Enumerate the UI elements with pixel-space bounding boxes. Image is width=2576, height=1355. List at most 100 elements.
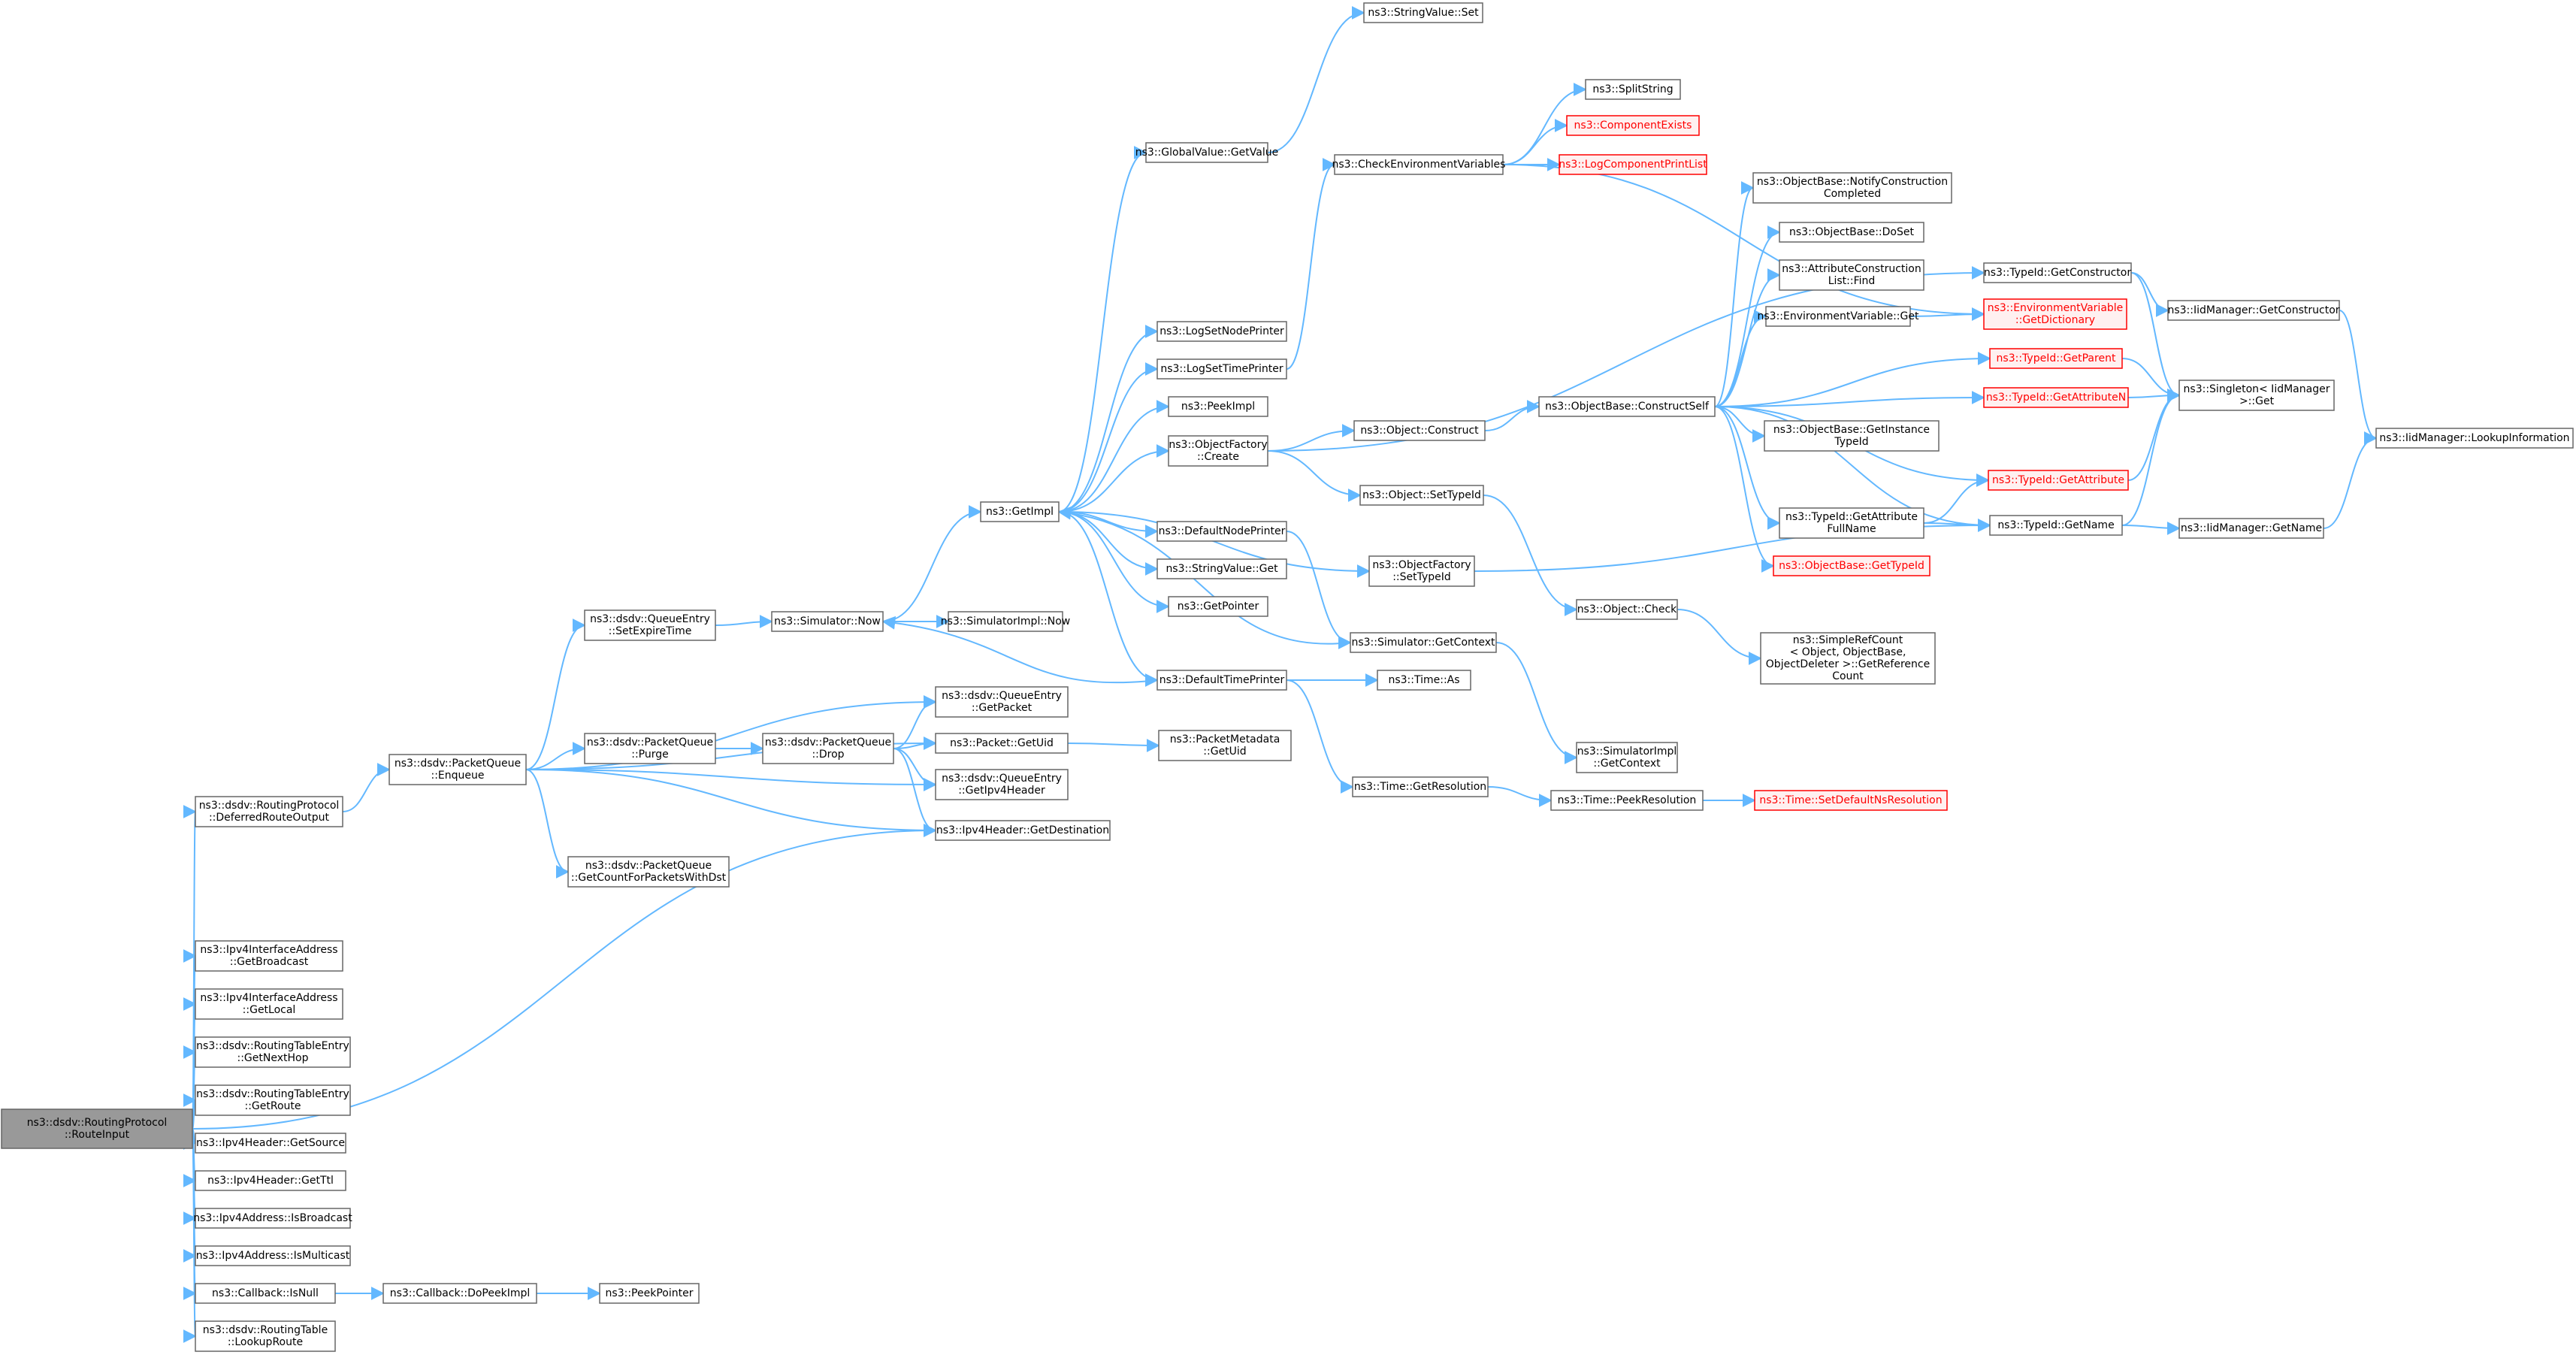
node-box [1989, 348, 2123, 369]
call-edge-simnow-getimpl [882, 505, 982, 622]
node-setexpire[interactable]: ns3::dsdv::QueueEntry::SetExpireTime [584, 609, 716, 641]
node-logsettime[interactable]: ns3::LogSetTimePrinter [1156, 358, 1287, 380]
node-box [195, 1133, 346, 1154]
call-edge-deferred-enqueue [342, 763, 391, 812]
node-box [195, 1084, 351, 1116]
node-logsetnode[interactable]: ns3::LogSetNodePrinter [1156, 321, 1287, 342]
node-compexists[interactable]: ns3::ComponentExists [1566, 115, 1700, 136]
node-gvgetvalue[interactable]: ns3::GlobalValue::GetValue [1135, 142, 1278, 163]
node-ofsettypeid[interactable]: ns3::ObjectFactory::SetTypeId [1368, 555, 1475, 587]
node-envvarget[interactable]: ns3::EnvironmentVariable::Get [1758, 306, 1919, 327]
node-splitstring[interactable]: ns3::SplitString [1585, 79, 1681, 100]
call-edge-enqueue-qegetpacket [525, 695, 937, 770]
node-simplerefcount[interactable]: ns3::SimpleRefCount< Object, ObjectBase,… [1760, 632, 1936, 685]
node-label: ns3::SimulatorImpl [1577, 746, 1677, 758]
node-peekpointer[interactable]: ns3::PeekPointer [599, 1283, 700, 1304]
node-box [1350, 632, 1497, 653]
node-getimpl[interactable]: ns3::GetImpl [980, 501, 1060, 522]
node-qegetipv4[interactable]: ns3::dsdv::QueueEntry::GetIpv4Header [935, 769, 1069, 800]
node-box [195, 1170, 346, 1191]
node-iidgetconstructor[interactable]: ns3::IidManager::GetConstructor [2167, 300, 2340, 321]
node-obconstructself[interactable]: ns3::ObjectBase::ConstructSelf [1538, 396, 1716, 417]
node-packetgetuid[interactable]: ns3::Packet::GetUid [935, 733, 1069, 754]
node-label: ns3::Ipv4Address::IsMulticast [196, 1250, 350, 1262]
node-box [195, 1036, 351, 1068]
node-logcompprint[interactable]: ns3::LogComponentPrintList [1559, 154, 1707, 175]
node-dopeekimpl[interactable]: ns3::Callback::DoPeekImpl [382, 1283, 537, 1304]
node-envgetdict[interactable]: ns3::EnvironmentVariable::GetDictionary [1983, 298, 2127, 330]
node-obgettypeid[interactable]: ns3::ObjectBase::GetTypeId [1773, 555, 1930, 576]
node-timeas[interactable]: ns3::Time::As [1377, 670, 1471, 691]
node-getcount[interactable]: ns3::dsdv::PacketQueue::GetCountForPacke… [567, 856, 730, 888]
node-getpointer[interactable]: ns3::GetPointer [1168, 596, 1268, 617]
node-stringvalueset[interactable]: ns3::StringValue::Set [1363, 2, 1483, 23]
node-box [195, 988, 343, 1020]
node-enqueue[interactable]: ns3::dsdv::PacketQueue::Enqueue [389, 754, 527, 785]
node-defnodeprinter[interactable]: ns3::DefaultNodePrinter [1156, 521, 1287, 542]
node-label: ns3::TypeId::GetParent [1997, 352, 2116, 364]
node-tidgetparent[interactable]: ns3::TypeId::GetParent [1989, 348, 2123, 369]
node-tidgetattr[interactable]: ns3::TypeId::GetAttribute [1988, 470, 2129, 491]
node-label: ns3::IidManager::GetConstructor [2167, 304, 2339, 316]
node-getbroadcast[interactable]: ns3::Ipv4InterfaceAddress::GetBroadcast [195, 940, 343, 972]
node-ismulticast[interactable]: ns3::Ipv4Address::IsMulticast [195, 1245, 351, 1266]
node-simgetcontext[interactable]: ns3::Simulator::GetContext [1350, 632, 1497, 653]
node-tidgetconstructor[interactable]: ns3::TypeId::GetConstructor [1983, 262, 2132, 283]
node-label: ns3::ObjectFactory [1372, 559, 1471, 571]
node-getlocal[interactable]: ns3::Ipv4InterfaceAddress::GetLocal [195, 988, 343, 1020]
node-box [1559, 154, 1707, 175]
node-simimplgetcontext[interactable]: ns3::SimulatorImpl::GetContext [1576, 742, 1678, 773]
node-label: TypeId [1834, 436, 1868, 448]
node-box [935, 820, 1111, 841]
node-peekimpl[interactable]: ns3::PeekImpl [1168, 396, 1268, 417]
call-edge-packetgetuid-pmgetuid [1067, 738, 1160, 752]
node-box [1983, 298, 2127, 330]
node-drop[interactable]: ns3::dsdv::PacketQueue::Drop [762, 733, 894, 764]
node-tidgetattrn[interactable]: ns3::TypeId::GetAttributeN [1983, 387, 2129, 408]
node-label: ns3::Ipv4Header::GetTtl [207, 1175, 334, 1187]
node-iidlookup[interactable]: ns3::IidManager::LookupInformation [2375, 428, 2574, 449]
node-label: ns3::StringValue::Set [1368, 7, 1479, 19]
node-label: ::RouteInput [65, 1129, 130, 1141]
node-getnexthop[interactable]: ns3::dsdv::RoutingTableEntry::GetNextHop [195, 1036, 351, 1068]
node-timepeekres[interactable]: ns3::Time::PeekResolution [1550, 790, 1704, 811]
node-box [1779, 222, 1924, 243]
node-singletonget[interactable]: ns3::Singleton< IidManager >::Get [2178, 380, 2335, 411]
node-qegetpacket[interactable]: ns3::dsdv::QueueEntry::GetPacket [935, 686, 1069, 718]
node-getsource[interactable]: ns3::Ipv4Header::GetSource [195, 1133, 346, 1154]
node-notifyconstr[interactable]: ns3::ObjectBase::NotifyConstructionCompl… [1752, 172, 1952, 204]
node-lookuproute[interactable]: ns3::dsdv::RoutingTable::LookupRoute [195, 1320, 336, 1352]
node-getdest[interactable]: ns3::Ipv4Header::GetDestination [935, 820, 1111, 841]
node-setdefaultnsres[interactable]: ns3::Time::SetDefaultNsResolution [1754, 790, 1948, 811]
call-edge-getimpl-deftimeprinter [1058, 511, 1159, 687]
node-label: ns3::PeekPointer [606, 1287, 694, 1299]
node-label: ns3::ObjectBase::GetInstance [1773, 424, 1930, 436]
node-objcheck[interactable]: ns3::Object::Check [1576, 599, 1678, 620]
node-simnow[interactable]: ns3::Simulator::Now [771, 611, 884, 632]
node-simimplnow[interactable]: ns3::SimulatorImpl::Now [941, 611, 1071, 632]
node-timegetres[interactable]: ns3::Time::GetResolution [1352, 776, 1489, 797]
node-ofcreate[interactable]: ns3::ObjectFactory::Create [1168, 435, 1268, 467]
node-purge[interactable]: ns3::dsdv::PacketQueue::Purge [584, 733, 716, 764]
call-edge-simgetcontext-getimpl [1057, 506, 1351, 645]
node-tidgetname[interactable]: ns3::TypeId::GetName [1989, 515, 2123, 536]
node-isnull[interactable]: ns3::Callback::IsNull [195, 1283, 336, 1304]
node-isbroadcast[interactable]: ns3::Ipv4Address::IsBroadcast [193, 1208, 352, 1229]
node-stringvalueget[interactable]: ns3::StringValue::Get [1156, 558, 1287, 579]
node-pmgetuid[interactable]: ns3::PacketMetadata::GetUid [1158, 730, 1292, 761]
node-deferred[interactable]: ns3::dsdv::RoutingProtocol::DeferredRout… [195, 796, 343, 827]
node-iidgetname[interactable]: ns3::IidManager::GetName [2178, 518, 2324, 539]
node-checkenv[interactable]: ns3::CheckEnvironmentVariables [1332, 154, 1506, 175]
node-objsettypeid[interactable]: ns3::Object::SetTypeId [1359, 485, 1484, 506]
node-obdoset[interactable]: ns3::ObjectBase::DoSet [1779, 222, 1924, 243]
node-root[interactable]: ns3::dsdv::RoutingProtocol::RouteInput [1, 1108, 193, 1149]
node-deftimeprinter[interactable]: ns3::DefaultTimePrinter [1156, 670, 1287, 691]
node-getroute[interactable]: ns3::dsdv::RoutingTableEntry::GetRoute [195, 1084, 351, 1116]
node-label: ::Drop [812, 749, 844, 761]
node-objconstruct[interactable]: ns3::Object::Construct [1353, 420, 1486, 441]
node-getttl[interactable]: ns3::Ipv4Header::GetTtl [195, 1170, 346, 1191]
